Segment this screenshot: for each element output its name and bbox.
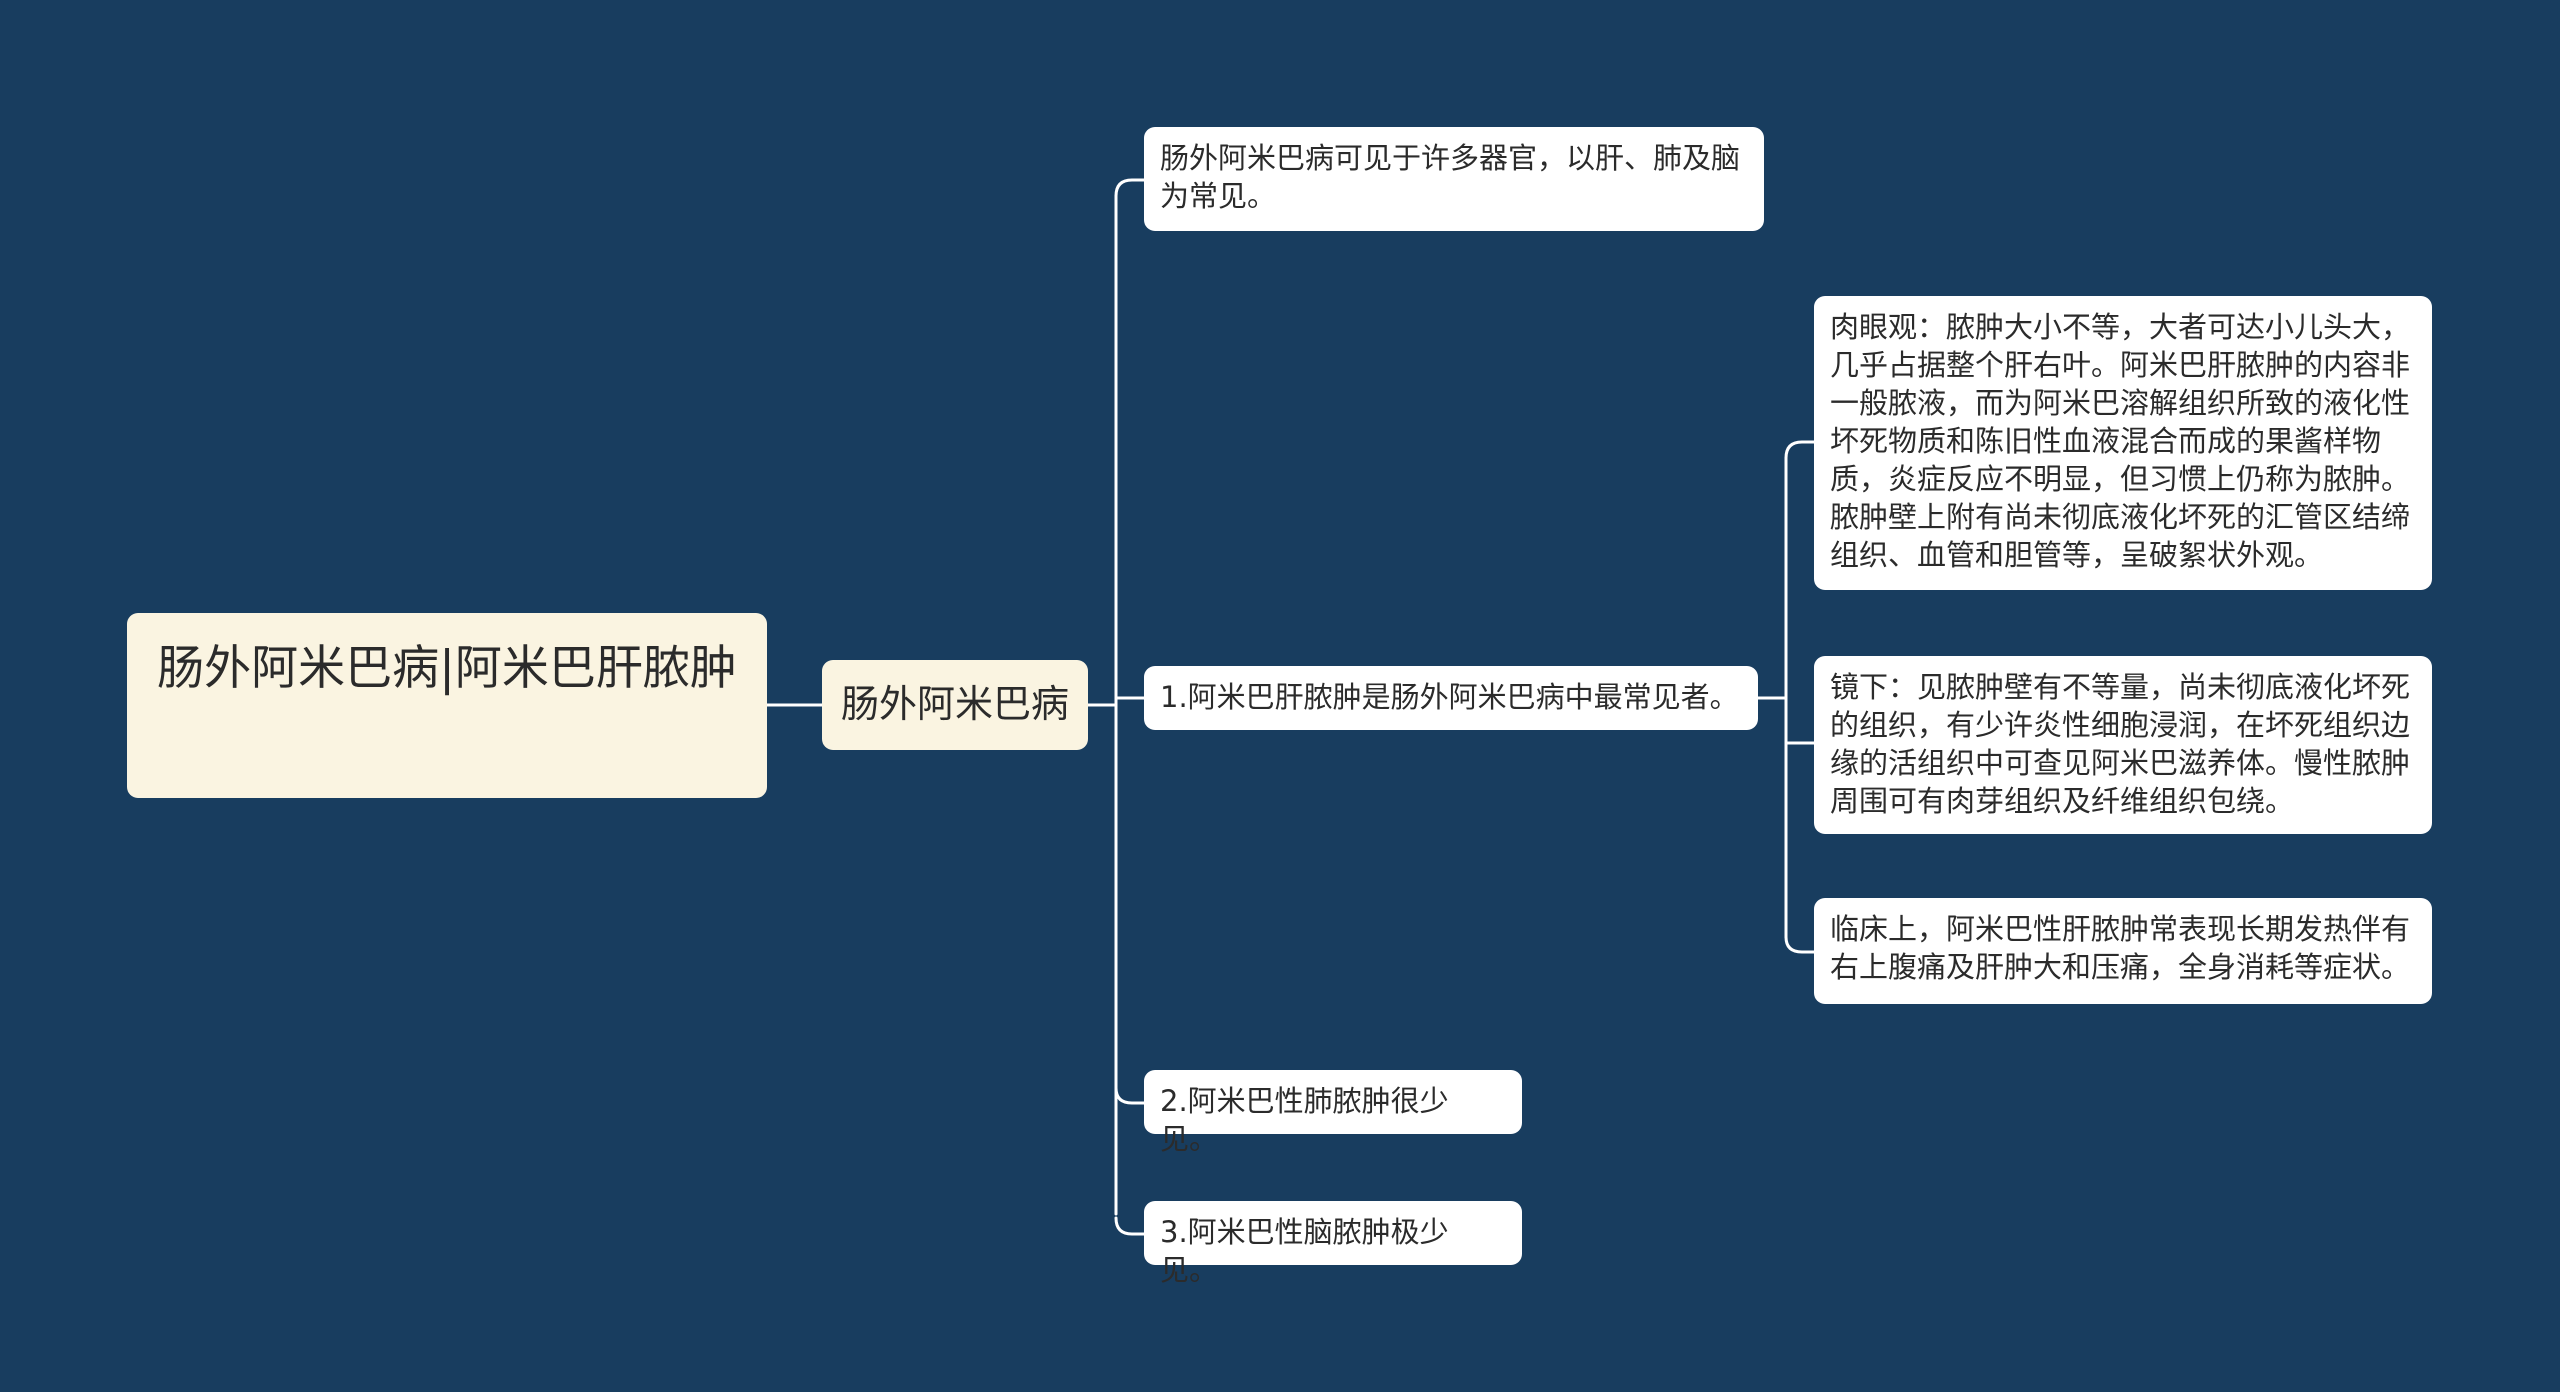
grandchild-node-1-label: 肉眼观：脓肿大小不等，大者可达小儿头大，几乎占据整个肝右叶。阿米巴肝脓肿的内容非… bbox=[1830, 310, 2411, 572]
child-node-4[interactable]: 3.阿米巴性脑脓肿极少见。 bbox=[1144, 1201, 1522, 1287]
child-node-2[interactable]: 1.阿米巴肝脓肿是肠外阿米巴病中最常见者。 bbox=[1144, 666, 1758, 730]
connector-child-4 bbox=[1114, 1216, 1146, 1236]
grandchild-node-3-label: 临床上，阿米巴性肝脓肿常表现长期发热伴有右上腹痛及肝肿大和压痛，全身消耗等症状。 bbox=[1830, 912, 2411, 984]
child-node-1[interactable]: 肠外阿米巴病可见于许多器官，以肝、肺及脑为常见。 bbox=[1144, 127, 1764, 231]
root-node-label: 肠外阿米巴病|阿米巴肝脓肿 bbox=[157, 641, 737, 696]
grandchild-node-2[interactable]: 镜下：见脓肿壁有不等量，尚未彻底液化坏死的组织，有少许炎性细胞浸润，在坏死组织边… bbox=[1814, 656, 2432, 834]
child-node-3[interactable]: 2.阿米巴性肺脓肿很少见。 bbox=[1144, 1070, 1522, 1156]
connector-grand-3 bbox=[1784, 935, 1816, 954]
connector-child-3 bbox=[1114, 1086, 1146, 1105]
child-node-4-label: 3.阿米巴性脑脓肿极少见。 bbox=[1160, 1215, 1449, 1287]
grandchild-node-1[interactable]: 肉眼观：脓肿大小不等，大者可达小儿头大，几乎占据整个肝右叶。阿米巴肝脓肿的内容非… bbox=[1814, 296, 2432, 590]
root-node[interactable]: 肠外阿米巴病|阿米巴肝脓肿 bbox=[127, 613, 767, 798]
branch-node-label: 肠外阿米巴病 bbox=[840, 682, 1069, 726]
grandchild-node-2-label: 镜下：见脓肿壁有不等量，尚未彻底液化坏死的组织，有少许炎性细胞浸润，在坏死组织边… bbox=[1830, 670, 2411, 818]
connector-grand-1 bbox=[1784, 440, 1816, 460]
child-node-3-label: 2.阿米巴性肺脓肿很少见。 bbox=[1160, 1084, 1449, 1156]
child-node-1-label: 肠外阿米巴病可见于许多器官，以肝、肺及脑为常见。 bbox=[1160, 141, 1741, 213]
branch-node[interactable]: 肠外阿米巴病 bbox=[822, 660, 1088, 750]
grandchild-node-3[interactable]: 临床上，阿米巴性肝脓肿常表现长期发热伴有右上腹痛及肝肿大和压痛，全身消耗等症状。 bbox=[1814, 898, 2432, 1004]
connector-child-1 bbox=[1114, 178, 1146, 198]
child-node-2-label: 1.阿米巴肝脓肿是肠外阿米巴病中最常见者。 bbox=[1160, 680, 1739, 714]
